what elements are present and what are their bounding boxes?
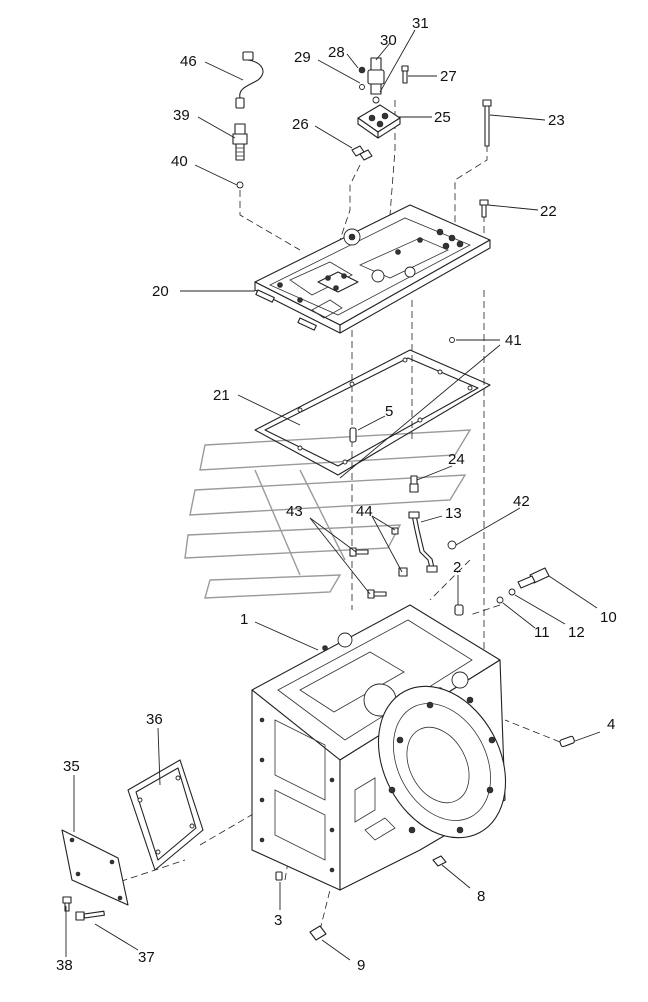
callout-3: 3 xyxy=(274,912,282,929)
part-27-screw xyxy=(401,65,409,84)
leader-lines xyxy=(65,29,601,961)
part-43-bolts xyxy=(349,547,387,599)
callout-38: 38 xyxy=(56,957,73,974)
part-12-o-ring xyxy=(508,588,516,596)
part-3-pin xyxy=(275,871,283,881)
callout-28: 28 xyxy=(328,44,345,61)
callout-44: 44 xyxy=(356,503,373,520)
part-24-fitting xyxy=(409,475,419,493)
part-36-gasket xyxy=(127,759,204,871)
part-38-bolt xyxy=(62,896,72,912)
callout-26: 26 xyxy=(292,116,309,133)
callout-40: 40 xyxy=(171,153,188,170)
part-20-valve-plate xyxy=(254,204,491,334)
callout-5: 5 xyxy=(385,403,393,420)
callout-labels: 46 39 40 29 28 30 31 27 25 26 23 22 20 4… xyxy=(56,15,617,974)
callout-39: 39 xyxy=(173,107,190,124)
part-4-pin xyxy=(559,735,575,748)
callout-29: 29 xyxy=(294,49,311,66)
callout-13: 13 xyxy=(445,505,462,522)
callout-25: 25 xyxy=(434,109,451,126)
part-26-seals xyxy=(351,145,373,161)
callout-42: 42 xyxy=(513,493,530,510)
part-46-wiring-harness xyxy=(235,51,264,109)
part-11-washer xyxy=(496,596,504,604)
callout-41: 41 xyxy=(505,332,522,349)
part-31-fitting xyxy=(367,57,385,95)
part-5-dowel-pin xyxy=(349,427,357,443)
callout-12: 12 xyxy=(568,624,585,641)
callout-43: 43 xyxy=(286,503,303,520)
callout-4: 4 xyxy=(607,716,615,733)
part-42-plug xyxy=(447,540,457,550)
part-9-plug xyxy=(309,925,327,941)
callout-46: 46 xyxy=(180,53,197,70)
part-25-cover-plate xyxy=(357,104,401,139)
watermark-logo xyxy=(184,429,472,599)
part-2-pin xyxy=(454,604,464,616)
callout-31: 31 xyxy=(412,15,429,32)
callout-9: 9 xyxy=(357,957,365,974)
part-28-screw xyxy=(358,66,366,74)
callout-20: 20 xyxy=(152,283,169,300)
part-29-washer xyxy=(359,84,365,90)
callout-21: 21 xyxy=(213,387,230,404)
part-37-bolt xyxy=(75,910,105,921)
callout-35: 35 xyxy=(63,758,80,775)
callout-2: 2 xyxy=(453,559,461,576)
part-44-banjo-bolt xyxy=(391,527,408,577)
callout-27: 27 xyxy=(440,68,457,85)
part-35-cover xyxy=(61,829,129,906)
part-40-o-ring xyxy=(236,181,244,189)
callout-24: 24 xyxy=(448,451,465,468)
part-8-plug xyxy=(432,855,447,867)
part-30-o-ring xyxy=(372,96,380,104)
callout-30: 30 xyxy=(380,32,397,49)
callout-11: 11 xyxy=(534,624,550,641)
part-39-sensor xyxy=(232,123,248,161)
callout-37: 37 xyxy=(138,949,155,966)
part-22-bolt xyxy=(479,199,489,218)
callout-22: 22 xyxy=(540,203,557,220)
part-1-transmission-housing xyxy=(251,604,507,891)
part-10-plug xyxy=(517,567,550,589)
part-21-gasket xyxy=(254,349,491,476)
callout-10: 10 xyxy=(600,609,617,626)
callout-1: 1 xyxy=(240,611,248,628)
callout-36: 36 xyxy=(146,711,163,728)
part-13-oil-tube xyxy=(408,511,438,573)
callout-23: 23 xyxy=(548,112,565,129)
part-41-ball xyxy=(449,337,455,343)
callout-8: 8 xyxy=(477,888,485,905)
part-23-bolt xyxy=(482,99,492,147)
